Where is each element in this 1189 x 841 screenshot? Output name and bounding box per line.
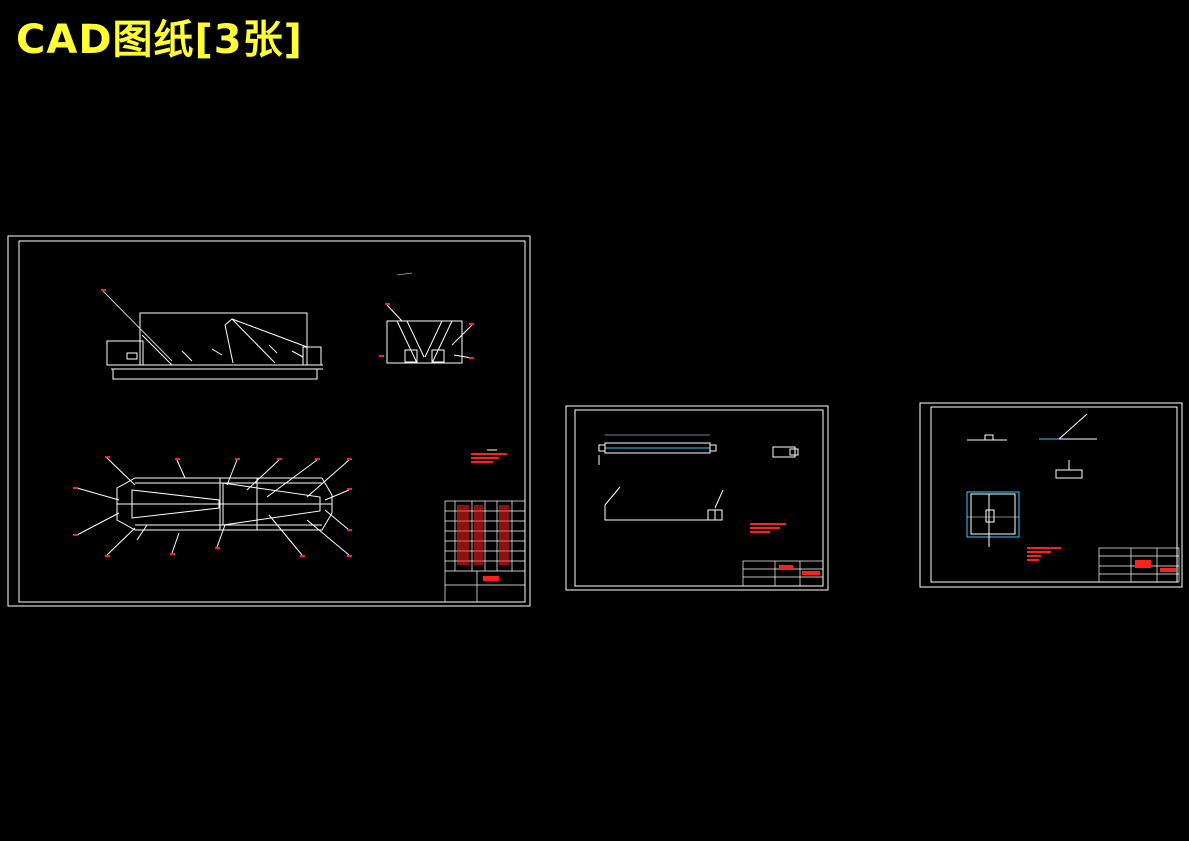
sheet-3-plan-view — [966, 491, 1020, 547]
sheet-2-bottom-view — [604, 486, 724, 521]
sheet-1-balloons — [73, 289, 474, 557]
sheet-3-notes — [1027, 547, 1061, 561]
sheet-2-title-block — [742, 560, 824, 587]
drawing-sheet-1[interactable] — [7, 235, 531, 607]
sheet-3-inner-border — [930, 406, 1178, 583]
sheet-1-outer-border — [7, 235, 531, 607]
sheet-1-plan-view — [76, 457, 350, 556]
sheet-1-notes — [471, 449, 507, 463]
sheet-2-notes — [750, 523, 786, 533]
sheet-3-outer-border — [919, 402, 1183, 588]
sheet-3-left-view — [967, 434, 1007, 441]
sheet-3-title-block — [1098, 547, 1180, 583]
sheet-2-front-view — [598, 434, 717, 465]
sheet-1-side-view — [102, 290, 323, 380]
sheet-1-end-view — [386, 272, 473, 364]
drawing-sheet-2[interactable] — [565, 405, 829, 591]
sheet-3-detail-view — [1055, 460, 1083, 479]
sheet-2-detail-view — [772, 446, 799, 458]
sheet-1-title-block — [444, 500, 526, 603]
sheet-3-right-view — [1039, 413, 1097, 440]
page-title: CAD图纸[3张] — [16, 17, 303, 63]
sheet-2-outer-border — [565, 405, 829, 591]
drawing-sheet-3[interactable] — [919, 402, 1183, 588]
sheet-2-inner-border — [574, 409, 824, 587]
sheet-1-inner-border — [18, 240, 526, 603]
